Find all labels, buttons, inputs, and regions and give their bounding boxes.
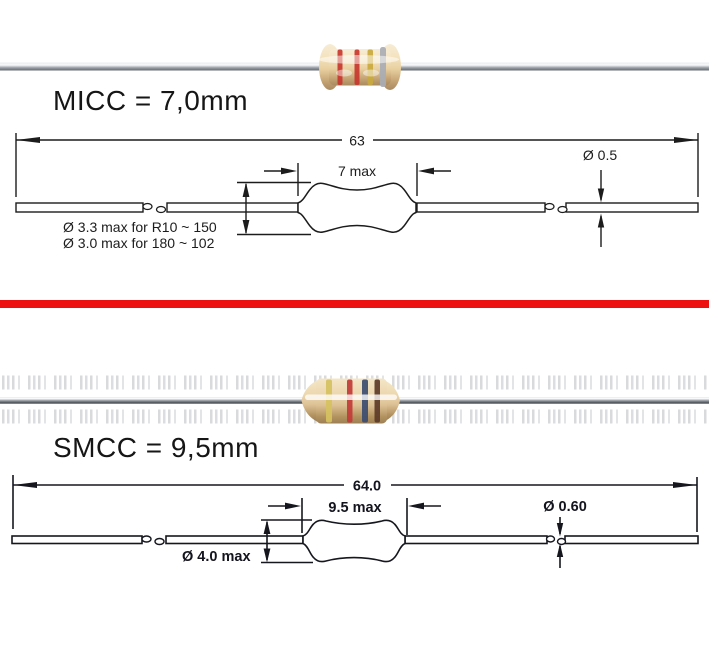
micc-color-band-1 <box>337 49 343 85</box>
smcc-overall-dimension: 64.0 <box>12 475 698 532</box>
micc-color-band-3 <box>367 49 373 85</box>
micc-title: MICC = 7,0mm <box>53 85 249 116</box>
smcc-lead-diameter-label: Ø 0.60 <box>543 499 587 515</box>
micc-resistor-body <box>319 44 401 90</box>
micc-lead-diameter-dimension: Ø 0.5 <box>583 147 617 247</box>
smcc-body-length-label: 9.5 max <box>328 500 381 516</box>
micc-lead-outline <box>15 202 699 214</box>
micc-body-length-label: 7 max <box>338 163 376 179</box>
smcc-body-outline <box>302 519 406 563</box>
micc-body-diameter-note-1: Ø 3.3 max for R10 ~ 150 <box>63 219 217 235</box>
smcc-overall-length-label: 64.0 <box>353 479 381 495</box>
micc-lead-diameter-label: Ø 0.5 <box>583 147 617 163</box>
micc-dimension-drawing: 63 7 max <box>15 133 699 251</box>
smcc-resistor-photo <box>0 375 709 425</box>
smcc-resistor-body <box>301 378 400 424</box>
micc-body-length-dimension: 7 max <box>264 163 451 196</box>
micc-color-band-4 <box>380 47 386 87</box>
micc-resistor-photo <box>0 44 709 90</box>
smcc-color-band-3 <box>362 379 368 423</box>
micc-body-outline <box>297 182 417 233</box>
smcc-lead-diameter-dimension: Ø 0.60 <box>543 499 587 568</box>
smcc-body-diameter-dimension: Ø 4.0 max <box>182 519 313 565</box>
micc-color-band-2 <box>354 49 360 85</box>
smcc-color-band-1 <box>326 379 332 423</box>
smcc-title: SMCC = 9,5mm <box>53 432 259 463</box>
smcc-body-diameter-note: Ø 4.0 max <box>182 549 251 565</box>
micc-overall-length-label: 63 <box>349 133 365 149</box>
smcc-dimension-drawing: 64.0 9.5 max <box>11 475 699 568</box>
micc-body-diameter-note-2: Ø 3.0 max for 180 ~ 102 <box>63 235 215 251</box>
micc-overall-dimension: 63 <box>15 133 699 197</box>
smcc-body-length-dimension: 9.5 max <box>268 498 441 535</box>
micc-body-diameter-dimension: Ø 3.3 max for R10 ~ 150 Ø 3.0 max for 18… <box>63 181 311 251</box>
smcc-lead-outline <box>11 535 699 546</box>
smcc-color-band-2 <box>347 379 353 423</box>
red-divider-bar <box>0 300 709 308</box>
smcc-color-band-4 <box>374 379 380 423</box>
